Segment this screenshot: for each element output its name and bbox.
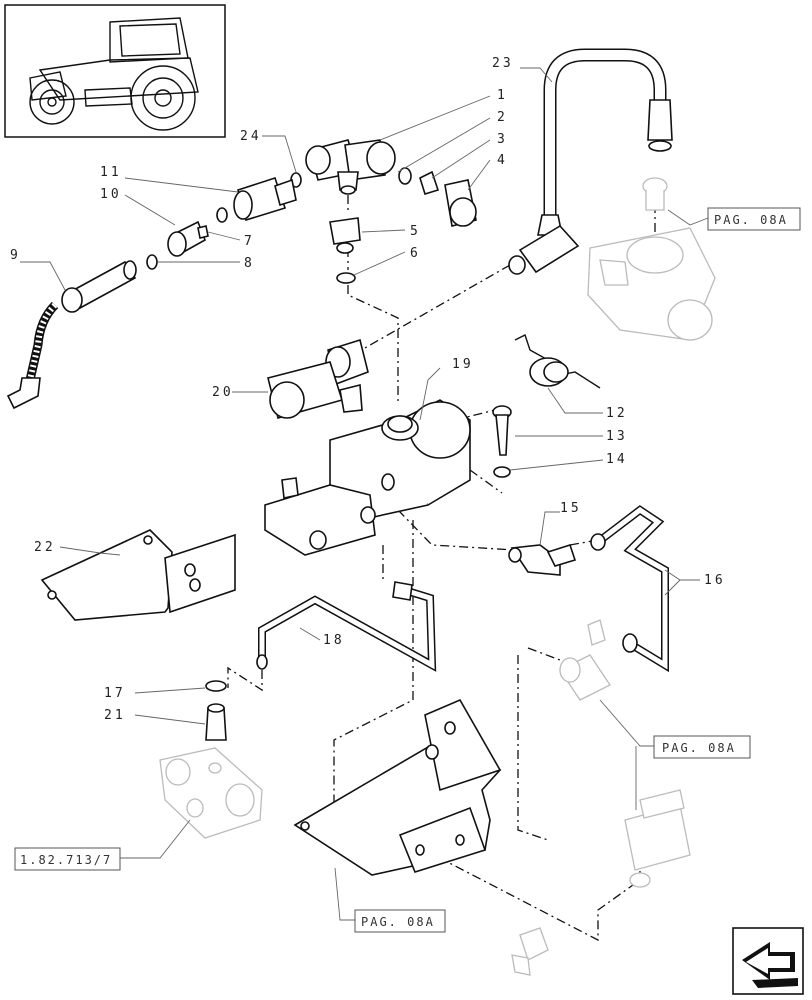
tractor-thumbnail-icon bbox=[4, 4, 226, 138]
fitting-15 bbox=[508, 543, 577, 576]
reference-valve-top bbox=[587, 177, 716, 341]
bracket-22 bbox=[40, 529, 236, 621]
callout-5: 5 bbox=[410, 224, 421, 239]
reference-block-lower-left bbox=[159, 747, 263, 839]
washer-14 bbox=[493, 466, 511, 478]
reference-pag-mid: PAG. 08A bbox=[662, 741, 736, 755]
callout-20: 20 bbox=[212, 385, 234, 400]
callout-7: 7 bbox=[244, 234, 255, 249]
cable-9 bbox=[6, 260, 137, 410]
callout-4: 4 bbox=[497, 153, 508, 168]
callout-18: 18 bbox=[323, 633, 345, 648]
callout-2: 2 bbox=[497, 110, 508, 125]
callout-19: 19 bbox=[452, 357, 474, 372]
pipe-18 bbox=[256, 581, 437, 672]
callout-12: 12 bbox=[606, 406, 628, 421]
fitting-21 bbox=[205, 703, 227, 741]
callout-labels: 1 2 3 4 5 6 7 8 9 10 11 12 13 14 15 16 1… bbox=[10, 56, 726, 723]
next-page-arrow-icon[interactable] bbox=[732, 927, 804, 995]
reference-pag-top: PAG. 08A bbox=[714, 213, 788, 227]
callout-21: 21 bbox=[104, 708, 126, 723]
spring-12 bbox=[514, 334, 601, 389]
pipe-16 bbox=[590, 505, 669, 673]
connection-lines bbox=[215, 185, 656, 942]
leader-lines bbox=[20, 67, 709, 921]
reference-box-top[interactable]: PAG. 08A bbox=[707, 207, 801, 231]
reference-box-mid[interactable]: PAG. 08A bbox=[653, 735, 751, 759]
callout-9: 9 bbox=[10, 248, 21, 263]
callout-15: 15 bbox=[560, 501, 582, 516]
callout-8: 8 bbox=[244, 256, 255, 271]
callout-24: 24 bbox=[240, 129, 262, 144]
reference-fittings-right bbox=[511, 619, 691, 976]
callout-23: 23 bbox=[492, 56, 514, 71]
bolt-13 bbox=[492, 405, 512, 456]
reference-box-section[interactable]: 1.82.713/7 bbox=[14, 847, 121, 871]
callout-10: 10 bbox=[100, 187, 122, 202]
callout-16: 16 bbox=[704, 573, 726, 588]
callout-22: 22 bbox=[34, 540, 56, 555]
valve-body-main bbox=[264, 338, 471, 556]
hose-23 bbox=[508, 48, 673, 275]
callout-17: 17 bbox=[104, 686, 126, 701]
reference-box-bottom[interactable]: PAG. 08A bbox=[354, 909, 446, 933]
callout-3: 3 bbox=[497, 132, 508, 147]
reference-pag-bottom: PAG. 08A bbox=[361, 915, 435, 929]
callout-1: 1 bbox=[497, 88, 508, 103]
callout-6: 6 bbox=[410, 246, 421, 261]
reference-section: 1.82.713/7 bbox=[20, 853, 112, 867]
callout-14: 14 bbox=[606, 452, 628, 467]
fitting-assembly-top bbox=[146, 139, 477, 284]
mounting-bracket bbox=[293, 698, 502, 876]
oring-17 bbox=[205, 680, 227, 692]
callout-13: 13 bbox=[606, 429, 628, 444]
callout-11: 11 bbox=[100, 165, 122, 180]
